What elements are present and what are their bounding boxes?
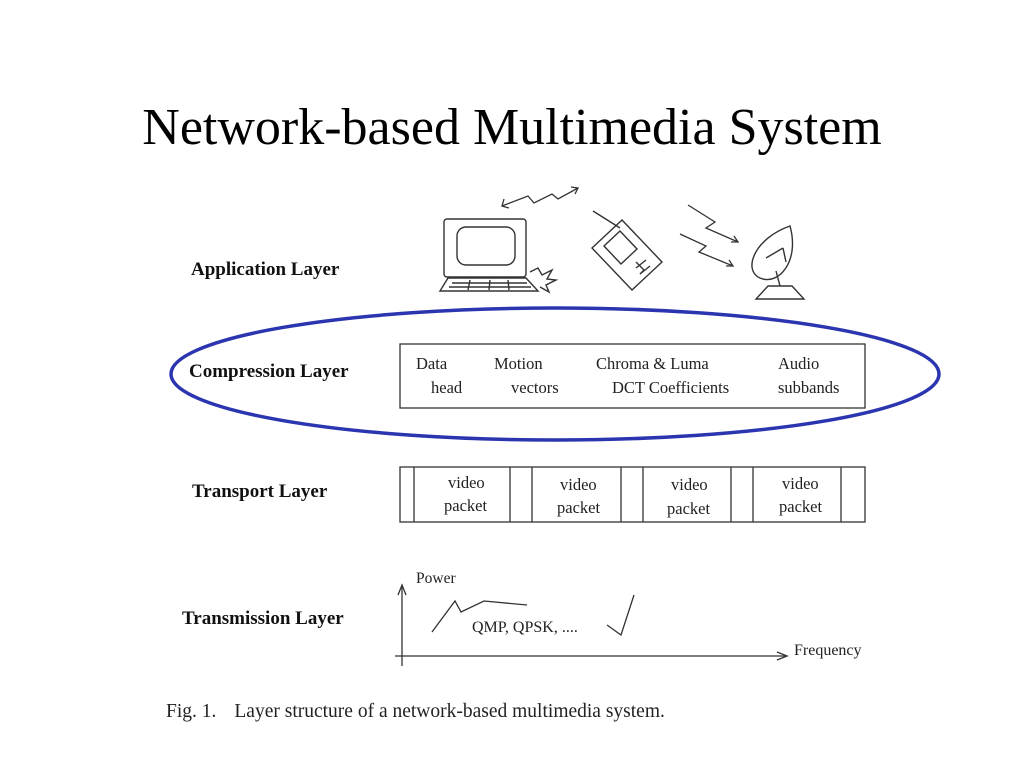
spectrum-curve-left (431, 599, 528, 633)
transmission-layer-label: Transmission Layer (182, 608, 344, 629)
compression-cell-audio-line1: Audio (778, 354, 819, 373)
spectrum-curve-right (606, 594, 635, 637)
transport-packet-2-line2: packet (557, 498, 600, 517)
transport-packet-1-line2: packet (444, 496, 487, 515)
compression-layer-highlight (169, 306, 941, 442)
frequency-axis-arrow (776, 651, 789, 661)
compression-cell-motion-line1: Motion (494, 354, 543, 373)
frequency-axis-label: Frequency (794, 642, 862, 659)
satellite-dish-icon (751, 225, 806, 300)
handheld-device-icon (591, 210, 663, 291)
transport-layer-label: Transport Layer (192, 481, 328, 502)
transport-packet-3-line2: packet (667, 499, 710, 518)
wireless-signal-icon (501, 186, 579, 209)
compression-cell-audio-line2: subbands (778, 378, 839, 397)
compression-box: Data head Motion vectors Chroma & Luma D… (399, 343, 866, 409)
figure-caption: Fig. 1. Layer structure of a network-base… (166, 701, 665, 723)
modulation-label: QMP, QPSK, .... (472, 619, 578, 636)
power-axis-label: Power (416, 570, 456, 587)
transport-packet-1-line1: video (448, 473, 485, 492)
computer-icon (438, 218, 559, 294)
compression-cell-dct-line1: Chroma & Luma (596, 354, 709, 373)
slide-title: Network-based Multimedia System (142, 99, 882, 156)
compression-cell-motion-line2: vectors (511, 378, 559, 397)
transport-packet-strip (399, 466, 866, 523)
transport-packet-4-line2: packet (779, 497, 822, 516)
figure-number: Fig. 1. (166, 701, 217, 722)
compression-layer-label: Compression Layer (189, 361, 349, 382)
transport-packet-4-line1: video (782, 474, 819, 493)
transport-packet-labels: video packet video packet video packet v… (444, 473, 822, 518)
compression-cell-dct-line2: DCT Coefficients (612, 378, 729, 397)
transport-packet-2-line1: video (560, 475, 597, 494)
power-axis-arrow (397, 583, 407, 596)
compression-cell-data-line2: head (431, 378, 463, 397)
figure-caption-text: Layer structure of a network-based multi… (234, 701, 665, 722)
compression-cell-data-line1: Data (416, 354, 448, 373)
application-layer-label: Application Layer (191, 259, 340, 280)
transmission-plot (395, 583, 789, 666)
transport-packet-3-line1: video (671, 475, 708, 494)
wireless-signal-icon (679, 204, 740, 267)
